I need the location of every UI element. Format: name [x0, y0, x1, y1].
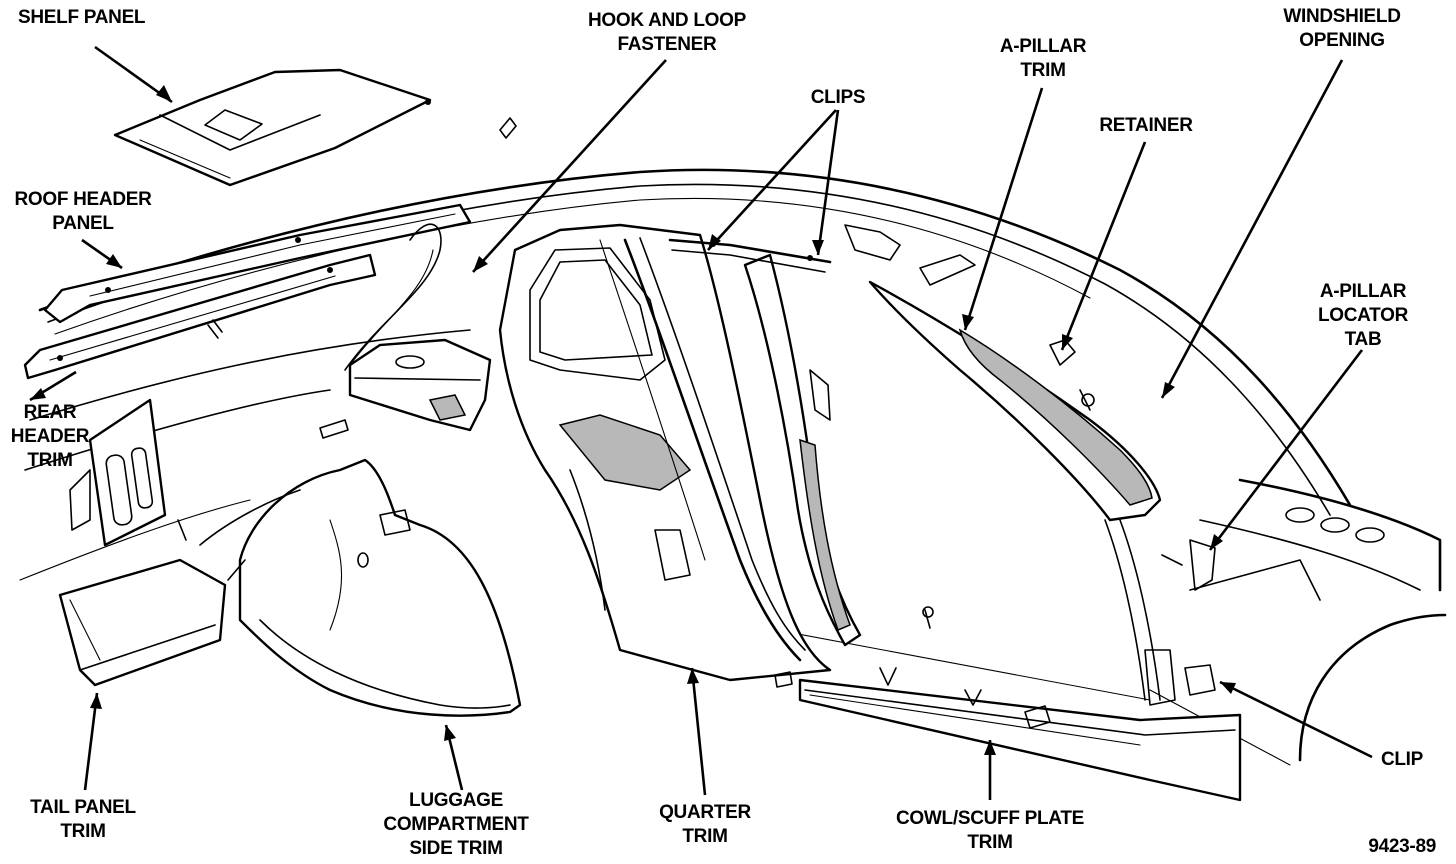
- label-windshield-1: WINDSHIELD: [1283, 6, 1400, 27]
- label-a-pillar-trim-1: A-PILLAR: [1000, 36, 1087, 57]
- figure-number: 9423-89: [1368, 836, 1436, 857]
- seat-back-bracket: [69, 398, 167, 547]
- labels: SHELF PANEL HOOK AND LOOP FASTENER A-PIL…: [11, 6, 1437, 859]
- package-bracket: [344, 223, 492, 432]
- label-retainer: RETAINER: [1099, 115, 1193, 136]
- a-pillar-trim-part: [868, 280, 1162, 522]
- label-shelf-panel: SHELF PANEL: [18, 7, 146, 28]
- label-a-pillar-tab-2: LOCATOR: [1318, 305, 1409, 326]
- label-rear-header-1: REAR: [24, 402, 77, 423]
- label-roof-header-1: ROOF HEADER: [14, 189, 152, 210]
- leader-arrowheads: [30, 85, 1236, 755]
- label-a-pillar-tab-3: TAB: [1345, 329, 1382, 350]
- luggage-side-trim-part: [199, 458, 522, 717]
- leader-lines: [29, 45, 1373, 800]
- cowl-scuff-plate-part: [798, 519, 1242, 802]
- label-clips: CLIPS: [811, 87, 865, 108]
- rear-header-trim-part: [23, 253, 377, 380]
- tail-panel-trim-part: [58, 558, 227, 687]
- label-cowl-1: COWL/SCUFF PLATE: [896, 808, 1084, 829]
- label-luggage-2: COMPARTMENT: [383, 814, 529, 835]
- label-quarter-1: QUARTER: [659, 802, 751, 823]
- pillar-trim-part: [743, 253, 862, 647]
- label-tail-panel-2: TRIM: [60, 821, 105, 842]
- label-hook-loop-2: FASTENER: [618, 34, 718, 55]
- label-a-pillar-trim-2: TRIM: [1020, 60, 1065, 81]
- quarter-trim-part: [498, 223, 832, 682]
- shelf-panel-part: [113, 68, 432, 187]
- label-rear-header-2: HEADER: [11, 426, 90, 447]
- label-roof-header-2: PANEL: [52, 213, 114, 234]
- label-cowl-2: TRIM: [967, 832, 1012, 853]
- roof-header-panel-part: [43, 203, 472, 324]
- clip-strip: [668, 224, 976, 286]
- label-rear-header-3: TRIM: [27, 450, 72, 471]
- label-luggage-3: SIDE TRIM: [409, 838, 502, 859]
- label-luggage-1: LUGGAGE: [409, 790, 503, 811]
- label-a-pillar-tab-1: A-PILLAR: [1320, 281, 1407, 302]
- label-windshield-2: OPENING: [1299, 30, 1385, 51]
- label-tail-panel-1: TAIL PANEL: [30, 797, 136, 818]
- label-clip: CLIP: [1381, 749, 1424, 770]
- label-hook-loop-1: HOOK AND LOOP: [588, 10, 747, 31]
- label-quarter-2: TRIM: [682, 826, 727, 847]
